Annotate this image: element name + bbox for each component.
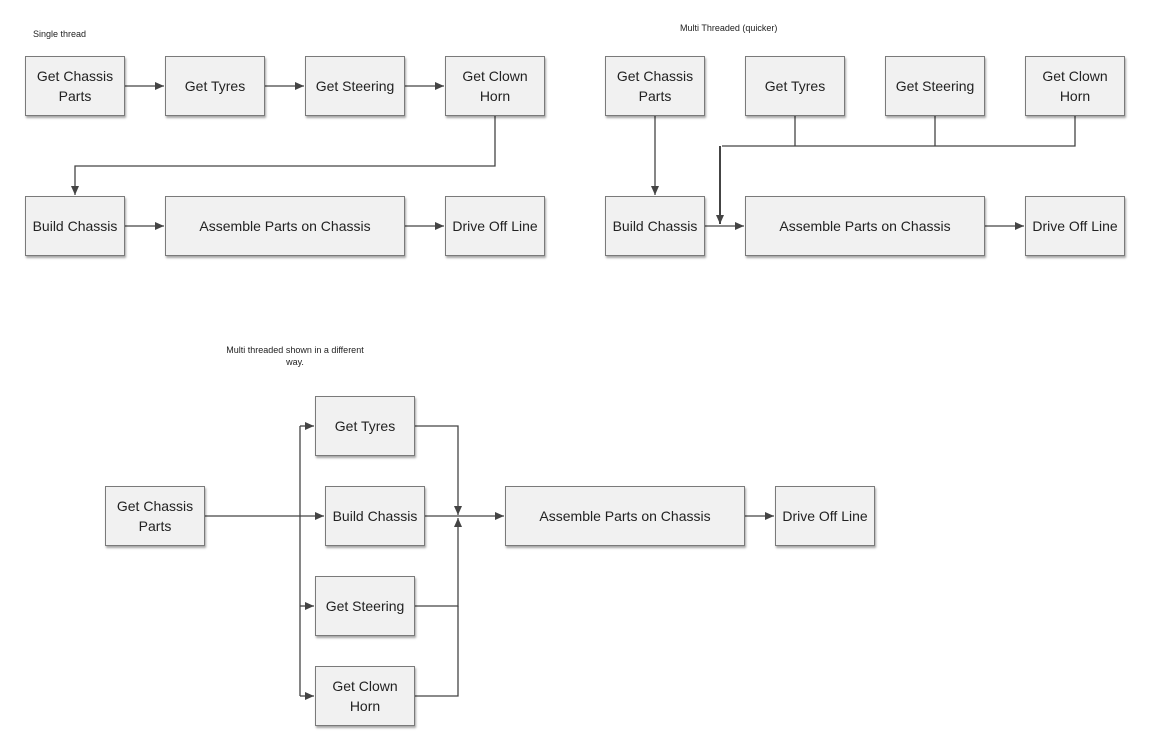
multi-get-tyres-box: Get Tyres (745, 56, 845, 116)
single-get-steering-box: Get Steering (305, 56, 405, 116)
single-build-chassis-box: Build Chassis (25, 196, 125, 256)
alt-tyres-to-merge (415, 425, 462, 515)
single-thread-caption: Single thread (33, 29, 87, 39)
single-drive-off-box: Drive Off Line (445, 196, 545, 256)
multi-threaded-caption: Multi Threaded (quicker) (680, 23, 778, 33)
alt-get-clown-horn-box: Get Clown Horn (315, 666, 415, 726)
alt-assemble-box: Assemble Parts on Chassis (505, 486, 745, 546)
single-assemble-box: Assemble Parts on Chassis (165, 196, 405, 256)
single-get-chassis-parts-box: Get Chassis Parts (25, 56, 125, 116)
multi-assemble-box: Assemble Parts on Chassis (745, 196, 985, 256)
alt-build-chassis-box: Build Chassis (325, 486, 425, 546)
multi-build-chassis-box: Build Chassis (605, 196, 705, 256)
multi-get-clown-horn-box: Get Clown Horn (1025, 56, 1125, 116)
alt-view-caption: Multi threaded shown in a different way. (226, 345, 364, 367)
multi-drive-off-box: Drive Off Line (1025, 196, 1125, 256)
single-arrow-horn-build (71, 116, 496, 195)
single-get-clown-horn-box: Get Clown Horn (445, 56, 545, 116)
multi-get-steering-box: Get Steering (885, 56, 985, 116)
alt-drive-off-box: Drive Off Line (775, 486, 875, 546)
alt-get-steering-box: Get Steering (315, 576, 415, 636)
single-get-tyres-box: Get Tyres (165, 56, 265, 116)
multi-merge-line (722, 116, 1076, 147)
alt-get-chassis-parts-box: Get Chassis Parts (105, 486, 205, 546)
alt-get-tyres-box: Get Tyres (315, 396, 415, 456)
multi-get-chassis-parts-box: Get Chassis Parts (605, 56, 705, 116)
alt-horn-to-merge (415, 606, 459, 697)
